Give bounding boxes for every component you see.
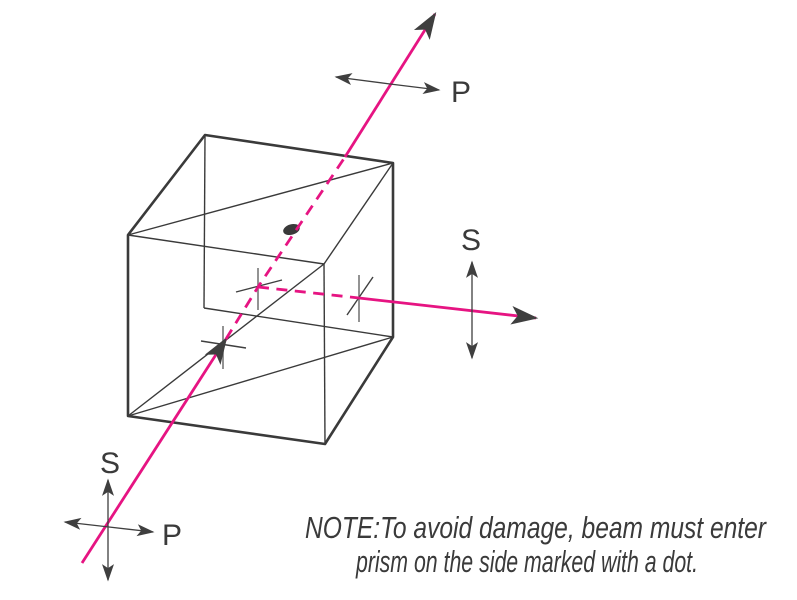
input-beam-solid	[80, 337, 228, 564]
s-label-right: S	[461, 224, 481, 257]
bottom-face-diagonal	[127, 336, 394, 417]
note-line-1: NOTE:To avoid damage, beam must enter	[305, 510, 767, 545]
cube-edge-rear-bottom-hidden	[203, 307, 394, 338]
p-polarization-arrow-top	[334, 73, 441, 95]
cube-edge-top-front-left	[127, 234, 325, 265]
top-face-diagonal	[127, 162, 394, 236]
p-polarization-arrow-bottom	[63, 517, 155, 537]
labels: P S S P	[100, 76, 481, 552]
internal-beam-dashed	[224, 156, 347, 340]
transmitted-beam-solid	[343, 12, 437, 158]
cube-edge-top-front-right	[323, 162, 394, 265]
reflected-beam-solid	[358, 296, 539, 325]
entry-side-dot	[283, 223, 300, 236]
polarization-tick-center	[235, 268, 283, 310]
beam-paths	[80, 12, 539, 564]
s-label-bottom: S	[100, 447, 120, 480]
cube-edge-front-vertical	[323, 263, 326, 445]
polarization-tick-entry	[200, 326, 247, 369]
p-label-top: P	[451, 76, 471, 109]
p-label-bottom: P	[162, 519, 182, 552]
cube-edge-rear-vertical-hidden	[203, 134, 206, 309]
damage-warning-note: NOTE:To avoid damage, beam must enter pr…	[305, 510, 767, 579]
reflected-beam-dashed	[257, 285, 360, 300]
cube-outline	[126, 133, 395, 446]
cube-wireframe	[126, 133, 395, 446]
tick-cross-bar	[346, 276, 374, 316]
note-line-2: prism on the side marked with a dot.	[355, 544, 698, 579]
